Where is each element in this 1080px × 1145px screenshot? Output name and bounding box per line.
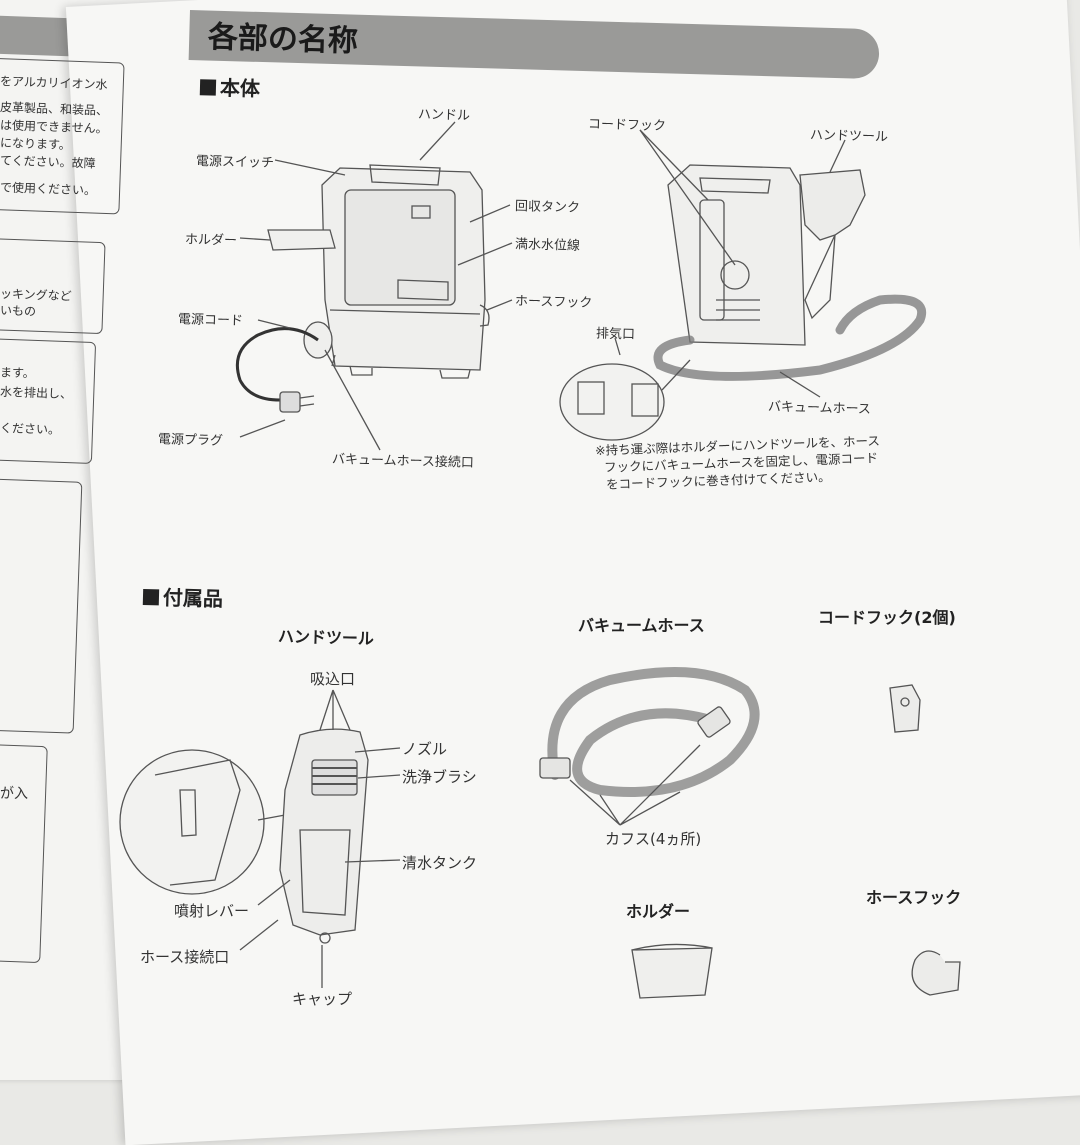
label-nozzle: ノズル [402, 740, 448, 758]
label-hand-tool: ハンドツール [809, 127, 889, 146]
label-hose-port: ホース接続口 [140, 948, 230, 966]
label-vacuum-hose: バキュームホース [767, 399, 872, 418]
label-vacuum-hose-port: バキュームホース接続口 [331, 452, 475, 471]
label-brush: 洗浄ブラシ [402, 768, 477, 786]
label-power-cord: 電源コード [177, 312, 244, 329]
diagram-lines [119, 121, 961, 999]
label-full-water-line: 満水水位線 [514, 237, 581, 254]
manual-content: をアルカリイオン水 皮革製品、和装品、 は使用できません。 になります。 てくだ… [0, 10, 962, 1008]
label-power-switch: 電源スイッチ [195, 153, 275, 172]
accessory-title-hand-tool: ハンドツール [277, 626, 375, 649]
label-exhaust: 排気口 [595, 326, 636, 343]
label-recovery-tank: 回収タンク [514, 199, 581, 216]
label-hose-hook: ホースフック [514, 293, 593, 312]
label-spray-lever: 噴射レバー [174, 902, 250, 920]
label-power-plug: 電源プラグ [157, 432, 224, 449]
label-cuffs: カフス(4ヵ所) [605, 830, 702, 848]
accessory-title-holder: ホルダー [626, 902, 691, 921]
accessory-title-vacuum-hose: バキュームホース [578, 616, 705, 635]
label-handle: ハンドル [417, 107, 471, 124]
label-holder: ホルダー [184, 232, 238, 249]
accessory-title-cord-hook: コードフック(2個) [818, 608, 956, 627]
label-water-tank: 清水タンク [402, 854, 478, 872]
left-text-line: が入 [0, 786, 28, 802]
label-cap: キャップ [292, 990, 353, 1008]
label-suction: 吸込口 [310, 670, 356, 688]
accessory-title-hose-hook: ホースフック [866, 888, 962, 907]
label-cord-hook: コードフック [587, 116, 667, 135]
